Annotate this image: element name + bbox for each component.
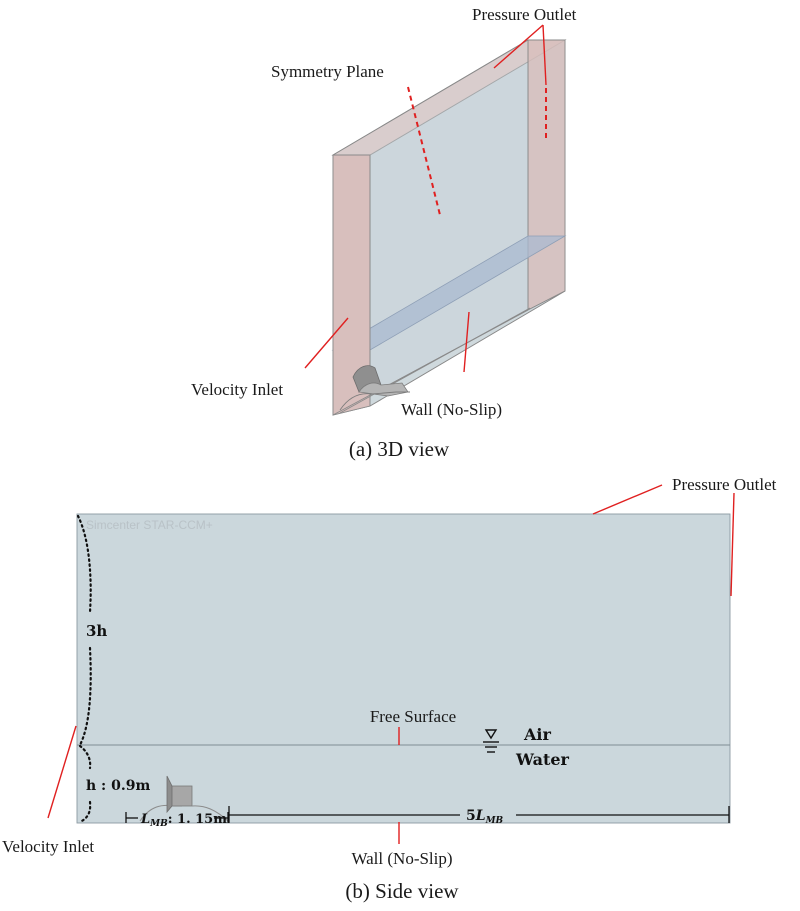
water-depth-bracket — [78, 744, 92, 770]
label-water: Water — [515, 750, 570, 769]
air-height-bracket — [76, 514, 92, 614]
label-pressure-outlet-3d: Pressure Outlet — [472, 5, 577, 24]
label-wall-side: Wall (No-Slip) — [351, 849, 452, 868]
label-free-surface: Free Surface — [370, 707, 456, 726]
caption-3d-view: (a) 3D view — [349, 437, 450, 461]
label-body-length: LMB: 1. 15m — [140, 812, 227, 829]
pressure-outlet-face — [527, 39, 566, 311]
side-domain — [76, 513, 731, 824]
label-velocity-inlet-side: Velocity Inlet — [2, 837, 94, 856]
moving-body-side — [139, 775, 229, 822]
label-downstream-length: 5LMB — [466, 808, 504, 826]
label-wall-3d: Wall (No-Slip) — [401, 400, 502, 419]
watermark: Simcenter STAR-CCM+ — [86, 518, 213, 532]
label-air: Air — [523, 725, 551, 744]
label-velocity-inlet-3d: Velocity Inlet — [191, 380, 283, 399]
label-symmetry-plane: Symmetry Plane — [271, 62, 384, 81]
label-water-depth: h : 0.9m — [86, 778, 150, 794]
free-surface-symbol — [483, 729, 499, 753]
label-pressure-outlet-side: Pressure Outlet — [672, 475, 777, 494]
view-3d: Pressure Outlet Symmetry Plane Velocity … — [191, 5, 577, 461]
moving-body-3d — [339, 365, 410, 411]
caption-side-view: (b) Side view — [345, 879, 459, 903]
view-side: Simcenter STAR-CCM+ 3h h : 0.9m LMB: 1. … — [2, 475, 777, 903]
label-3h: 3h — [86, 622, 107, 640]
